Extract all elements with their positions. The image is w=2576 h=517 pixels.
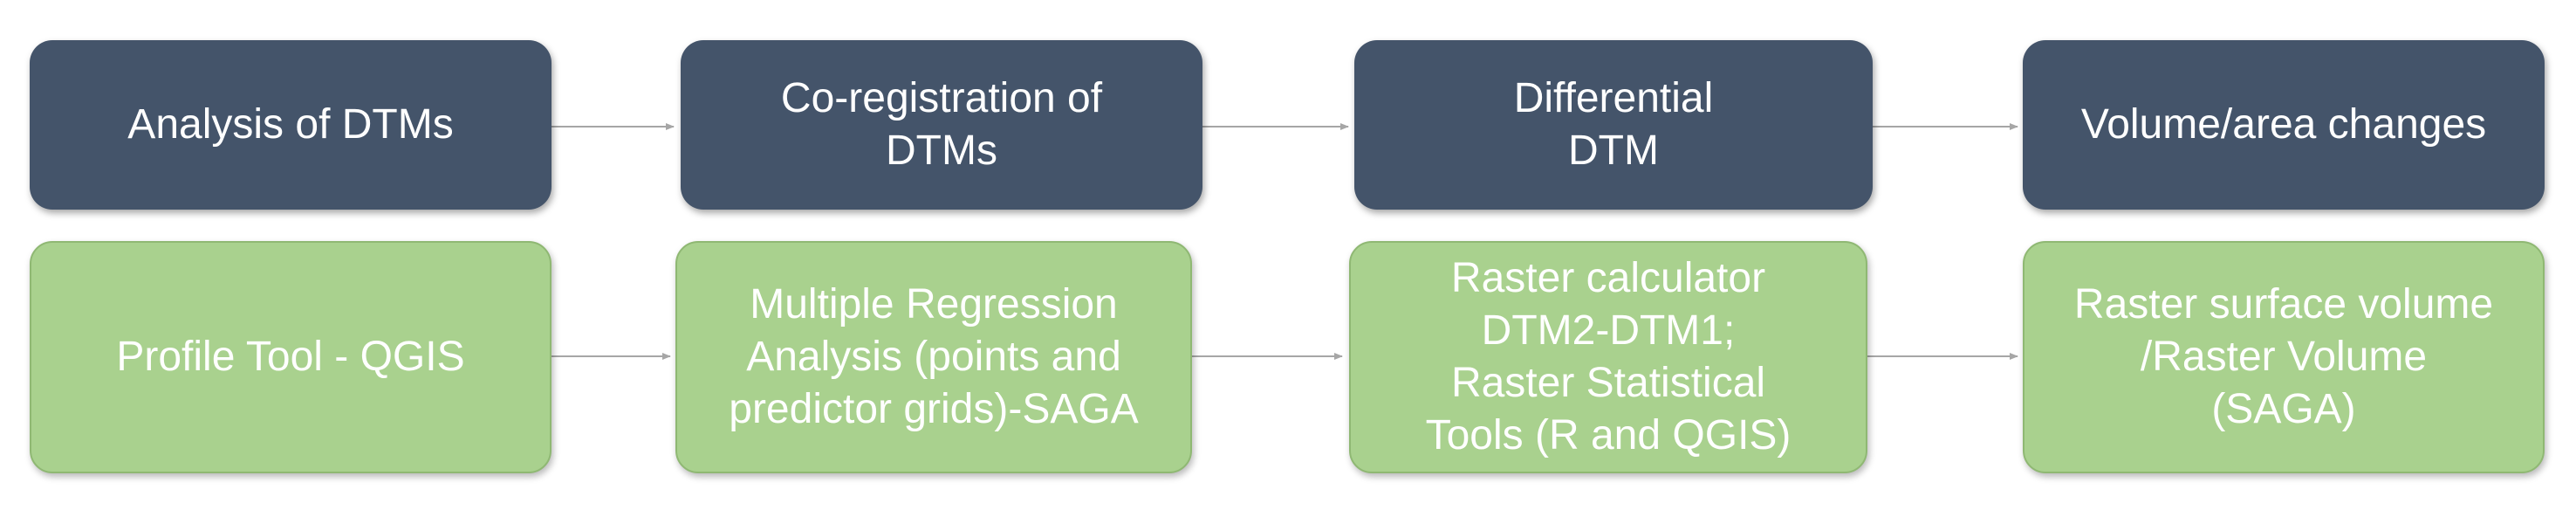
tool-profile-tool: Profile Tool - QGIS: [30, 241, 552, 473]
step-volume-area-changes: Volume/area changes: [2023, 40, 2545, 210]
step-label: Volume/area changes: [2080, 101, 2487, 148]
step-differential-dtm: Differential DTM: [1354, 40, 1873, 210]
step-label: Differential DTM: [1513, 75, 1714, 174]
tool-multiple-regression: Multiple Regression Analysis (points and…: [675, 241, 1192, 473]
step-co-registration: Co-registration of DTMs: [681, 40, 1202, 210]
tool-label: Multiple Regression Analysis (points and…: [729, 281, 1139, 432]
tool-raster-surface-volume: Raster surface volume /Raster Volume (SA…: [2023, 241, 2545, 473]
step-label: Analysis of DTMs: [127, 101, 454, 148]
tool-raster-calculator: Raster calculator DTM2-DTM1; Raster Stat…: [1349, 241, 1867, 473]
tool-label: Raster surface volume /Raster Volume (SA…: [2073, 281, 2494, 432]
tool-label: Profile Tool - QGIS: [116, 334, 465, 380]
tool-label: Raster calculator DTM2-DTM1; Raster Stat…: [1425, 255, 1792, 458]
step-analysis-of-dtms: Analysis of DTMs: [30, 40, 552, 210]
step-label: Co-registration of DTMs: [780, 75, 1103, 174]
